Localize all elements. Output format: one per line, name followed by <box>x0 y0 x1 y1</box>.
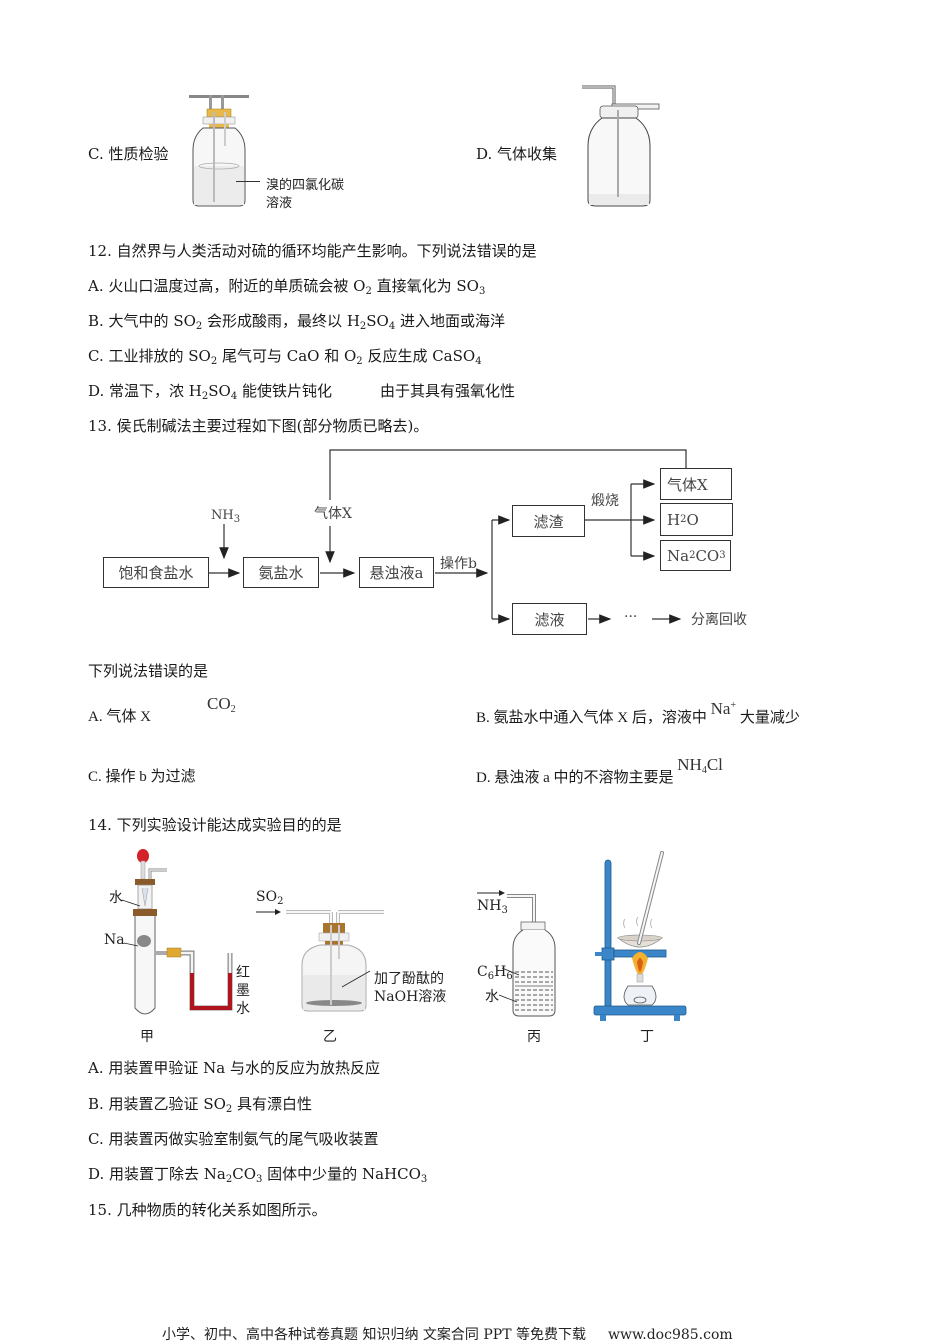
q13-option-c: C. 操作 b 为过滤 <box>88 769 196 785</box>
flow-box-saturated-brine: 饱和食盐水 <box>103 557 209 588</box>
flow-box-filtrate: 滤液 <box>512 603 587 635</box>
apparatus-ding-evaporation-stand <box>593 851 687 1021</box>
flow-label-gas-x-in: 气体X <box>314 506 352 522</box>
page-footer: 小学、初中、高中各种试卷真题 知识归纳 文案合同 PPT 等免费下载 www.do… <box>162 1324 733 1344</box>
flow-box-suspension-a: 悬浊液a <box>359 557 434 588</box>
q14-stem: 14. 下列实验设计能达成实验目的的是 <box>88 816 342 834</box>
flow-box-residue: 滤渣 <box>512 505 585 537</box>
jia-label-ink-2: 墨 <box>236 983 250 999</box>
q11-option-d: D. 气体收集 <box>476 145 558 163</box>
q14-option-a: A. 用装置甲验证 Na 与水的反应为放热反应 <box>88 1059 380 1077</box>
q15-stem: 15. 几种物质的转化关系如图所示。 <box>88 1201 327 1219</box>
label-leader-line <box>236 181 260 182</box>
q12-option-b: B. 大气中的 SO2 会形成酸雨，最终以 H2SO4 进入地面或海洋 <box>88 312 506 332</box>
apparatus-ding-name: 丁 <box>640 1029 654 1045</box>
q12-option-d: D. 常温下，浓 H2SO4 能使铁片钝化由于其具有强氧化性 <box>88 382 516 402</box>
q11-option-c: C. 性质检验 <box>88 145 169 163</box>
apparatus-yi-name: 乙 <box>323 1029 337 1045</box>
bromine-ccl4-label-2: 溶液 <box>266 196 293 211</box>
q13-option-b: B. 氨盐水中通入气体 X 后，溶液中 Na+ 大量减少 <box>476 699 800 726</box>
flow-label-recover: 分离回收 <box>691 612 747 628</box>
q13-option-a: A. 气体 X <box>88 709 151 725</box>
q14-option-b: B. 用装置乙验证 SO2 具有漂白性 <box>88 1095 313 1115</box>
jia-label-na: Na <box>104 932 125 948</box>
flow-box-ammonia-brine: 氨盐水 <box>243 557 319 588</box>
footer-text: 小学、初中、高中各种试卷真题 知识归纳 文案合同 PPT 等免费下载 <box>162 1327 586 1343</box>
footer-url[interactable]: www.doc985.com <box>607 1327 733 1343</box>
flowchart-connectors <box>209 449 687 624</box>
flow-box-gas-x: 气体X <box>660 468 732 500</box>
bing-label-nh3: NH3 <box>477 898 508 916</box>
flow-label-operation-b: 操作b <box>440 556 477 572</box>
q12-option-a: A. 火山口温度过高，附近的单质硫会被 O2 直接氧化为 SO3 <box>88 277 486 297</box>
flow-label-ellipsis: ··· <box>624 609 638 625</box>
bing-label-water: 水 <box>485 989 499 1005</box>
q13-option-d: D. 悬浊液 a 中的不溶物主要是 NH4Cl <box>476 755 723 786</box>
q14-option-d: D. 用装置丁除去 Na2CO3 固体中少量的 NaHCO3 <box>88 1165 428 1185</box>
q13-option-a-formula: CO2 <box>207 694 236 715</box>
jia-label-water: 水 <box>109 890 123 906</box>
bing-label-benzene: C6H6 <box>477 964 513 982</box>
apparatus-bing-bottle <box>477 890 556 1017</box>
jia-label-ink-3: 水 <box>236 1001 250 1017</box>
gas-collection-bottle-d <box>582 85 660 207</box>
apparatus-yi-bottle <box>256 909 384 1012</box>
flow-label-calcine: 煅烧 <box>591 493 619 509</box>
yi-label-solution-2: NaOH溶液 <box>374 989 447 1005</box>
q13-stem: 13. 侯氏制碱法主要过程如下图(部分物质已略去)。 <box>88 417 429 435</box>
yi-label-solution-1: 加了酚酞的 <box>374 971 444 987</box>
apparatus-jia-name: 甲 <box>140 1029 154 1045</box>
apparatus-jia-test-tube <box>121 849 233 1015</box>
apparatus-bing-name: 丙 <box>527 1029 541 1045</box>
gas-washing-bottle-c <box>189 95 249 207</box>
q12-option-c: C. 工业排放的 SO2 尾气可与 CaO 和 O2 反应生成 CaSO4 <box>88 347 482 367</box>
flow-label-nh3: NH3 <box>211 508 241 525</box>
q14-option-c: C. 用装置丙做实验室制氨气的尾气吸收装置 <box>88 1130 379 1148</box>
q12-stem: 12. 自然界与人类活动对硫的循环均能产生影响。下列说法错误的是 <box>88 242 537 260</box>
jia-label-ink-1: 红 <box>236 965 250 981</box>
q13-prompt: 下列说法错误的是 <box>88 664 209 680</box>
bromine-ccl4-label-1: 溴的四氯化碳 <box>266 178 345 193</box>
yi-label-so2: SO2 <box>256 889 284 907</box>
